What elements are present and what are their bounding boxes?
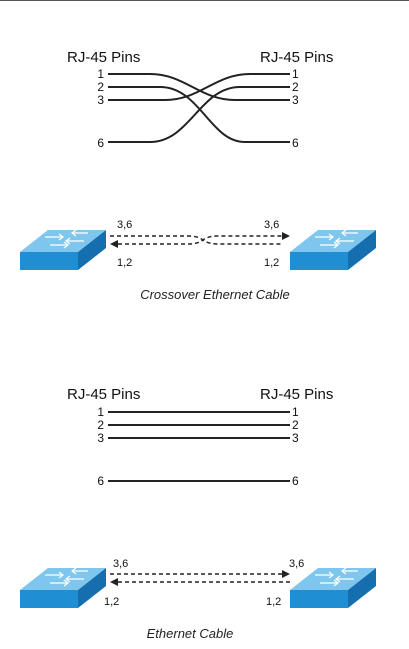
straight-section: RJ-45 Pins RJ-45 Pins 1 2 3 6 1 2 3 6 <box>20 386 376 641</box>
straight-right-port-bottom: 1,2 <box>266 596 281 608</box>
straight-left-switch-icon <box>20 567 106 608</box>
crossover-wire-1-to-3 <box>108 73 290 101</box>
crossover-right-pin-3: 3 <box>292 93 299 107</box>
crossover-left-switch-icon <box>20 229 106 270</box>
straight-left-port-bottom: 1,2 <box>104 596 119 608</box>
crossover-right-pin-2: 2 <box>292 80 299 94</box>
crossover-right-pin-6: 6 <box>292 136 299 150</box>
crossover-caption: Crossover Ethernet Cable <box>140 287 290 302</box>
crossover-right-pin-1: 1 <box>292 67 299 81</box>
straight-left-pin-2: 2 <box>97 418 104 432</box>
straight-left-header: RJ-45 Pins <box>67 386 140 403</box>
crossover-left-pin-2: 2 <box>97 80 104 94</box>
straight-right-pin-2: 2 <box>292 418 299 432</box>
crossover-link-receive <box>118 235 286 245</box>
crossover-arrowhead-right <box>282 232 290 240</box>
straight-left-pin-1: 1 <box>97 405 104 419</box>
crossover-left-pin-1: 1 <box>97 67 104 81</box>
straight-right-header: RJ-45 Pins <box>260 386 333 403</box>
crossover-left-port-bottom: 1,2 <box>117 257 132 269</box>
crossover-wire-3-to-1 <box>108 73 290 101</box>
top-rule <box>0 0 409 1</box>
straight-right-pin-1: 1 <box>292 405 299 419</box>
straight-arrowhead-left <box>110 578 118 586</box>
crossover-left-port-top: 3,6 <box>117 219 132 231</box>
straight-left-port-top: 3,6 <box>113 558 128 570</box>
crossover-right-port-top: 3,6 <box>264 219 279 231</box>
straight-left-pin-3: 3 <box>97 431 104 445</box>
straight-right-port-top: 3,6 <box>289 558 304 570</box>
crossover-arrowhead-left <box>110 240 118 248</box>
crossover-right-header: RJ-45 Pins <box>260 49 333 66</box>
straight-arrowhead-right <box>282 570 290 578</box>
straight-right-switch-icon <box>290 567 376 608</box>
crossover-wire-2-to-6 <box>108 86 290 143</box>
straight-caption: Ethernet Cable <box>147 626 234 641</box>
crossover-wire-6-to-2 <box>108 86 290 143</box>
crossover-section: RJ-45 Pins RJ-45 Pins 1 2 3 6 1 2 3 6 <box>20 49 376 302</box>
crossover-left-pin-3: 3 <box>97 93 104 107</box>
crossover-left-header: RJ-45 Pins <box>67 49 140 66</box>
straight-left-pin-6: 6 <box>97 474 104 488</box>
crossover-right-port-bottom: 1,2 <box>264 257 279 269</box>
crossover-left-pin-6: 6 <box>97 136 104 150</box>
straight-right-pin-3: 3 <box>292 431 299 445</box>
straight-right-pin-6: 6 <box>292 474 299 488</box>
crossover-right-switch-icon <box>290 229 376 270</box>
